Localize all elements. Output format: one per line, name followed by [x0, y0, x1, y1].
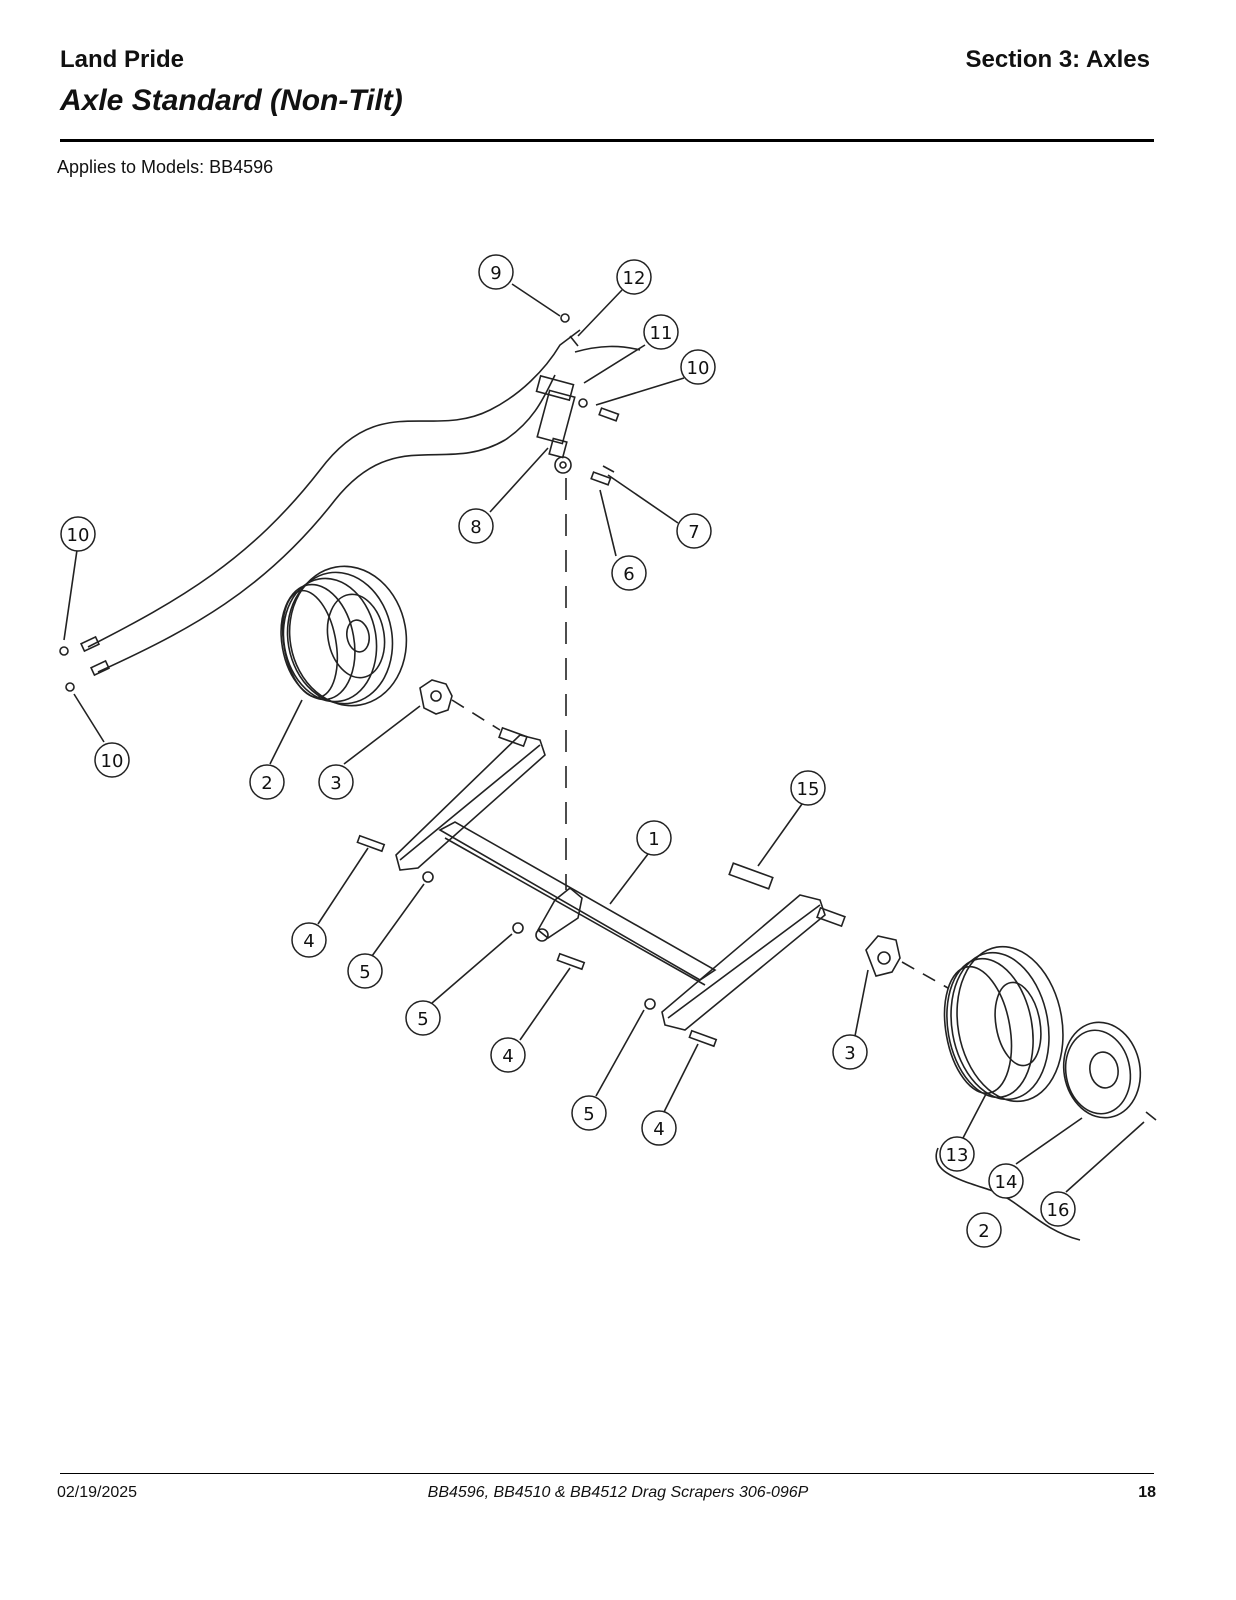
callout-4: 4: [303, 931, 314, 952]
callout-5: 5: [417, 1009, 428, 1030]
callout-4: 4: [653, 1119, 664, 1140]
section-title: Section 3: Axles: [965, 46, 1150, 73]
footer-date: 02/19/2025: [57, 1484, 138, 1501]
callout-13: 13: [946, 1145, 969, 1166]
left-wheel: [280, 565, 408, 707]
callout-7: 7: [688, 522, 699, 543]
callout-9: 9: [490, 263, 501, 284]
hydraulic-cylinder: [535, 374, 576, 474]
brand-name: Land Pride: [60, 46, 185, 73]
callout-3: 3: [330, 773, 341, 794]
hydraulic-hose-lower: [97, 374, 556, 673]
axle-frame: [395, 726, 846, 1031]
applies-to-models: Applies to Models: BB4596: [57, 157, 274, 177]
callout-14: 14: [995, 1172, 1018, 1193]
page-number: 18: [1138, 1484, 1156, 1501]
callout-15: 15: [797, 779, 820, 800]
hydraulic-hose-upper: [87, 329, 581, 648]
callout-5: 5: [583, 1104, 594, 1125]
callout-1: 1: [648, 829, 659, 850]
callout-10: 10: [67, 525, 90, 546]
callout-8: 8: [470, 517, 481, 538]
footer-document-title: BB4596, BB4510 & BB4512 Drag Scrapers 30…: [427, 1484, 809, 1501]
callout-4: 4: [502, 1046, 513, 1067]
callout-11: 11: [650, 323, 673, 344]
callout-2: 2: [978, 1221, 989, 1242]
header-divider: [60, 139, 1154, 142]
right-tire: [943, 945, 1064, 1103]
callout-2: 2: [261, 773, 272, 794]
left-hub: [419, 679, 453, 715]
callout-6: 6: [623, 564, 634, 585]
callout-3: 3: [844, 1043, 855, 1064]
page-title: Axle Standard (Non-Tilt): [60, 84, 403, 117]
right-rim: [1062, 1021, 1142, 1119]
callout-9: 10: [687, 358, 710, 379]
callout-12: 12: [623, 268, 646, 289]
right-hub: [865, 935, 901, 977]
footer-divider: [60, 1473, 1154, 1474]
callout-16: 16: [1047, 1200, 1070, 1221]
callout-10: 10: [101, 751, 124, 772]
callout-5: 5: [359, 962, 370, 983]
